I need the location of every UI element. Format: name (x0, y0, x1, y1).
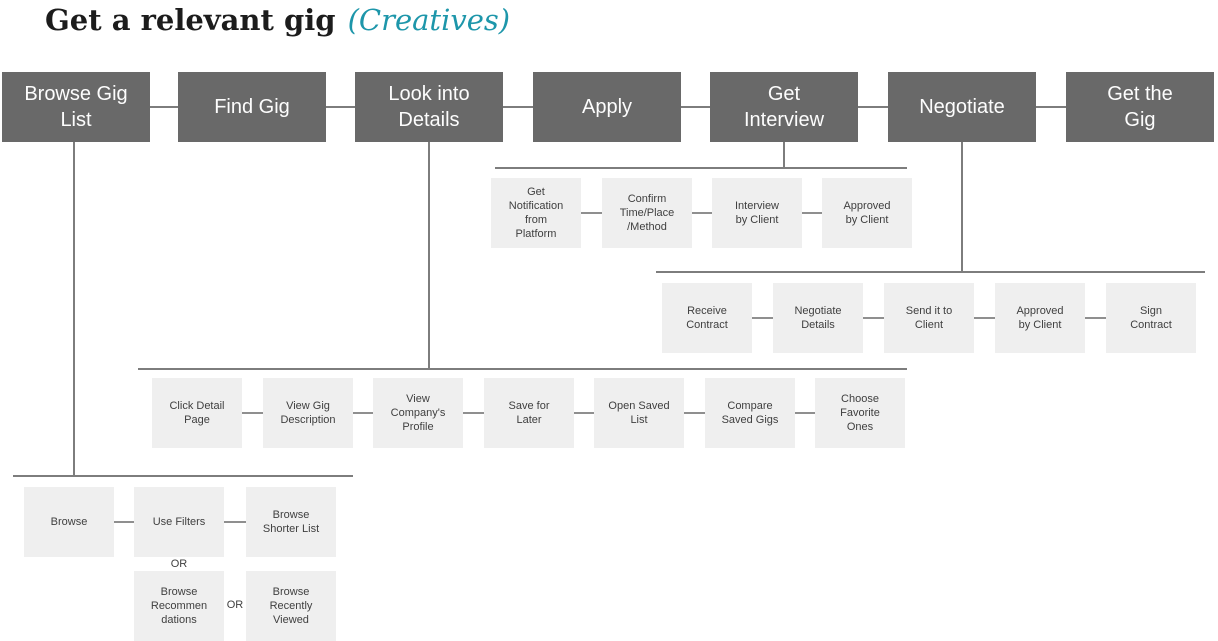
page-title: Get a relevant gig (Creatives) (45, 0, 510, 40)
details-step-click-detail-page: Click Detail Page (152, 378, 242, 448)
drop-browse-gig-list (73, 142, 75, 476)
main-step-browse-gig-list: Browse Gig List (2, 72, 150, 142)
interview-step-get-notification: Get Notification from Platform (491, 178, 581, 248)
browse-step-browse-shorter-list: Browse Shorter List (246, 487, 336, 557)
negotiate-step-approved-by-client: Approved by Client (995, 283, 1085, 353)
negotiate-step-negotiate-details: Negotiate Details (773, 283, 863, 353)
main-step-negotiate: Negotiate (888, 72, 1036, 142)
connector-interview-2 (692, 212, 712, 214)
drop-negotiate (961, 142, 963, 272)
page-title-annotation: (Creatives) (347, 3, 511, 37)
connector-main-6 (1036, 106, 1066, 108)
connector-main-2 (326, 106, 355, 108)
interview-step-approved-by-client: Approved by Client (822, 178, 912, 248)
main-step-find-gig: Find Gig (178, 72, 326, 142)
details-step-save-for-later: Save for Later (484, 378, 574, 448)
browse-step-use-filters: Use Filters (134, 487, 224, 557)
connector-details-4 (574, 412, 594, 414)
main-step-apply: Apply (533, 72, 681, 142)
drop-get-interview (783, 142, 785, 168)
main-step-get-interview: Get Interview (710, 72, 858, 142)
connector-interview-3 (802, 212, 822, 214)
bracket-negotiate-flow (656, 271, 1205, 273)
connector-negotiate-1 (752, 317, 773, 319)
or-label-secondary: OR (226, 599, 244, 611)
interview-step-confirm-time: Confirm Time/Place /Method (602, 178, 692, 248)
connector-main-5 (858, 106, 888, 108)
connector-main-4 (681, 106, 710, 108)
connector-interview-1 (581, 212, 602, 214)
connector-details-6 (795, 412, 815, 414)
connector-browse-2 (224, 521, 246, 523)
bracket-browse-flow (13, 475, 353, 477)
bracket-details-flow (138, 368, 907, 370)
browse-step-browse-recommendations: Browse Recommen dations (134, 571, 224, 641)
details-step-compare-saved-gigs: Compare Saved Gigs (705, 378, 795, 448)
connector-details-3 (463, 412, 484, 414)
interview-step-interview-by-client: Interview by Client (712, 178, 802, 248)
details-step-open-saved-list: Open Saved List (594, 378, 684, 448)
connector-negotiate-4 (1085, 317, 1106, 319)
details-step-view-company-profile: View Company's Profile (373, 378, 463, 448)
connector-main-1 (150, 106, 178, 108)
negotiate-step-receive-contract: Receive Contract (662, 283, 752, 353)
bracket-interview-flow (495, 167, 907, 169)
main-step-look-into-details: Look into Details (355, 72, 503, 142)
negotiate-step-send-to-client: Send it to Client (884, 283, 974, 353)
browse-step-browse: Browse (24, 487, 114, 557)
details-step-choose-favorite-ones: Choose Favorite Ones (815, 378, 905, 448)
connector-main-3 (503, 106, 533, 108)
connector-negotiate-2 (863, 317, 884, 319)
browse-step-browse-recently-viewed: Browse Recently Viewed (246, 571, 336, 641)
drop-look-into-details (428, 142, 430, 369)
connector-browse-1 (114, 521, 134, 523)
or-label-primary: OR (170, 558, 188, 570)
details-step-view-gig-description: View Gig Description (263, 378, 353, 448)
negotiate-step-sign-contract: Sign Contract (1106, 283, 1196, 353)
page-title-text: Get a relevant gig (45, 3, 336, 37)
connector-negotiate-3 (974, 317, 995, 319)
main-step-get-the-gig: Get the Gig (1066, 72, 1214, 142)
connector-details-2 (353, 412, 373, 414)
connector-details-5 (684, 412, 705, 414)
connector-details-1 (242, 412, 263, 414)
